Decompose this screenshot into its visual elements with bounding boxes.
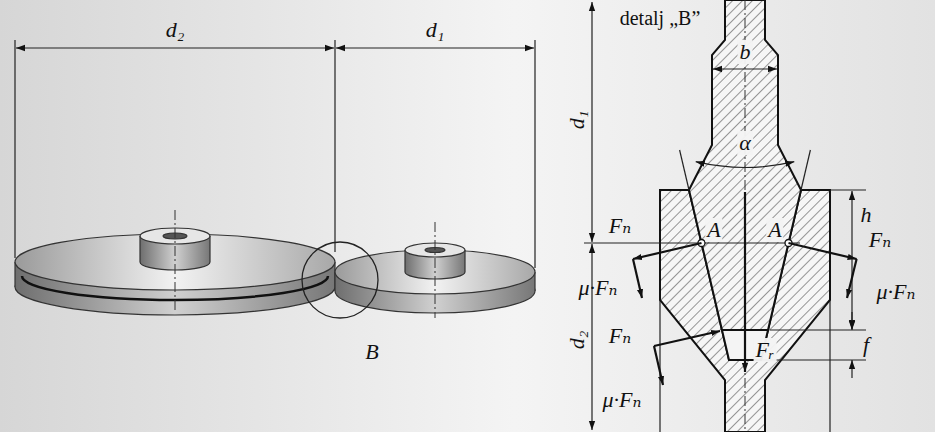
rim-outline <box>660 190 830 432</box>
dimension-line <box>336 47 534 48</box>
groove-section <box>660 190 830 432</box>
force-vector <box>789 243 857 259</box>
width-dimension <box>713 68 777 69</box>
dimension-label: μ·Fₙ <box>577 276 620 300</box>
force-vector <box>633 243 702 259</box>
dimension-label: B <box>363 340 380 364</box>
center-line <box>745 0 746 432</box>
angle-dimension <box>696 162 795 168</box>
dimension-label: d₂ <box>565 329 589 352</box>
detail-circle <box>302 242 378 318</box>
large-pulley <box>14 262 15 287</box>
force-vector <box>654 346 663 385</box>
dimension-label: A <box>766 218 783 242</box>
dimension-line <box>334 40 335 252</box>
height-dimension <box>851 312 852 330</box>
height-dimension <box>851 360 852 378</box>
force-vector <box>654 331 720 346</box>
angle-dimension <box>680 150 811 190</box>
dimension-label: Fₙ <box>867 228 893 252</box>
groove-section <box>660 190 830 432</box>
center-line <box>175 210 435 318</box>
dimension-label: Fₙ <box>607 324 633 348</box>
dimension-label: f <box>861 333 871 357</box>
dimension-label: h <box>859 203 874 227</box>
width-dimension <box>713 68 777 69</box>
dimension-line <box>14 40 15 258</box>
dimension-line <box>15 40 535 268</box>
dimension-label: d₂ <box>164 18 187 42</box>
height-dimension <box>830 189 866 190</box>
dimension-label: μ·Fₙ <box>601 388 644 412</box>
dimension-label: detalj „B” <box>618 7 703 29</box>
pitch-line <box>584 242 800 243</box>
dimension-line <box>534 40 535 268</box>
center-line <box>435 222 436 318</box>
height-dimension <box>851 191 852 329</box>
angle-dimension <box>801 150 810 190</box>
dimension-label: μ·Fₙ <box>875 280 918 304</box>
dimension-label: Fᵣ <box>754 338 777 362</box>
force-vector <box>744 192 746 372</box>
height-dimension <box>762 359 866 360</box>
height-dimension <box>762 190 866 378</box>
force-vector <box>847 259 857 298</box>
angle-dimension <box>680 150 689 190</box>
dimension-label: α <box>737 131 753 155</box>
vertical-dimension <box>591 2 592 430</box>
force-vector <box>633 259 642 298</box>
dimension-label: b <box>738 40 753 64</box>
dimension-line <box>16 47 334 48</box>
vertical-dimension <box>591 244 592 430</box>
center-line <box>745 0 746 432</box>
dimension-label: A <box>705 218 722 242</box>
center-line <box>175 210 176 312</box>
vertical-dimension <box>591 2 592 242</box>
dimension-label: d₁ <box>424 18 447 42</box>
force-vector <box>633 192 857 385</box>
dimension-label: Fₙ <box>607 214 633 238</box>
dimension-label: d₁ <box>565 109 589 132</box>
